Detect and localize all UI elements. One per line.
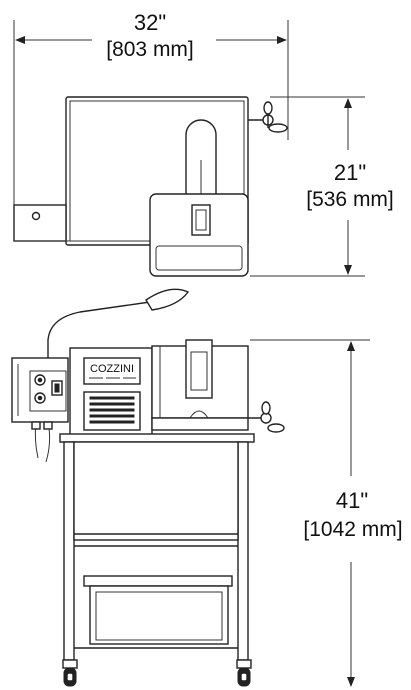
width-metric-label: [803 mm] bbox=[106, 38, 194, 61]
front-view-cart-panel bbox=[73, 441, 239, 541]
front-view-switch-1-dot bbox=[37, 377, 43, 383]
front-view-vent-slot-4 bbox=[89, 414, 135, 418]
width-dimension: 32" [803 mm] bbox=[13, 10, 289, 220]
depth-dimension: 21" [536 mm] bbox=[250, 96, 394, 277]
front-view-vent-slot-1 bbox=[89, 396, 135, 400]
top-view-crank-handle-bottom bbox=[268, 123, 288, 133]
front-view-caster-left bbox=[62, 659, 78, 687]
front-view-control-panel bbox=[29, 370, 67, 412]
front-view-logo-text: COZZINI bbox=[90, 363, 134, 375]
front-view-blade-guard bbox=[189, 410, 209, 419]
height-metric-label: [1042 mm] bbox=[303, 518, 402, 541]
front-view-lower-bin-inner bbox=[95, 591, 223, 641]
front-view-caster-right-mount bbox=[236, 659, 252, 669]
front-view-food-chute-inner bbox=[190, 351, 208, 391]
front-view-crank-handle-bottom bbox=[267, 423, 285, 433]
top-view bbox=[13, 96, 288, 277]
front-view-lamp-arm bbox=[47, 301, 151, 360]
front-view-switch-2-dot bbox=[37, 395, 43, 401]
front-view-lower-bin bbox=[89, 585, 229, 645]
front-view-lamp-head bbox=[145, 288, 190, 311]
top-view-pusher-handle-grip bbox=[195, 209, 207, 231]
front-view-vent-slot-3 bbox=[89, 408, 135, 412]
front-view-vent-slot-5 bbox=[89, 420, 135, 424]
front-view-caster-left-mount bbox=[62, 659, 78, 669]
front-view-caster-left-hub bbox=[66, 672, 74, 682]
front-view-plug-1 bbox=[31, 421, 41, 430]
front-view-table-top bbox=[59, 433, 255, 443]
height-imperial-label: 41" bbox=[336, 488, 368, 513]
top-view-control-knob bbox=[31, 211, 41, 221]
front-view-logo-plate bbox=[83, 357, 141, 385]
depth-imperial-label: 21" bbox=[334, 160, 366, 185]
front-view-food-chute bbox=[185, 339, 213, 399]
front-view-cart-leg-left bbox=[63, 441, 75, 661]
front-view-indicator-light bbox=[54, 383, 60, 393]
height-dimension: 41" [1042 mm] bbox=[250, 339, 403, 687]
front-view-caster-right-hub bbox=[240, 672, 248, 682]
front-view-vent-slot-2 bbox=[89, 402, 135, 406]
top-view-crank-handle-top bbox=[263, 101, 273, 115]
top-view-tray-inner bbox=[155, 245, 243, 271]
front-view-caster-right bbox=[236, 659, 252, 687]
depth-metric-label: [536 mm] bbox=[306, 188, 394, 211]
width-imperial-label: 32" bbox=[134, 10, 166, 35]
front-view: COZZINI bbox=[11, 288, 285, 687]
front-view-cart-leg-right bbox=[237, 441, 249, 661]
front-view-lower-bin-lid bbox=[83, 575, 233, 587]
front-view-carriage-base bbox=[151, 417, 249, 431]
front-view-crank-handle-top bbox=[261, 401, 271, 415]
front-view-plug-2 bbox=[43, 421, 53, 430]
top-view-control-box bbox=[13, 204, 67, 242]
front-view-vent-grille bbox=[83, 391, 141, 431]
